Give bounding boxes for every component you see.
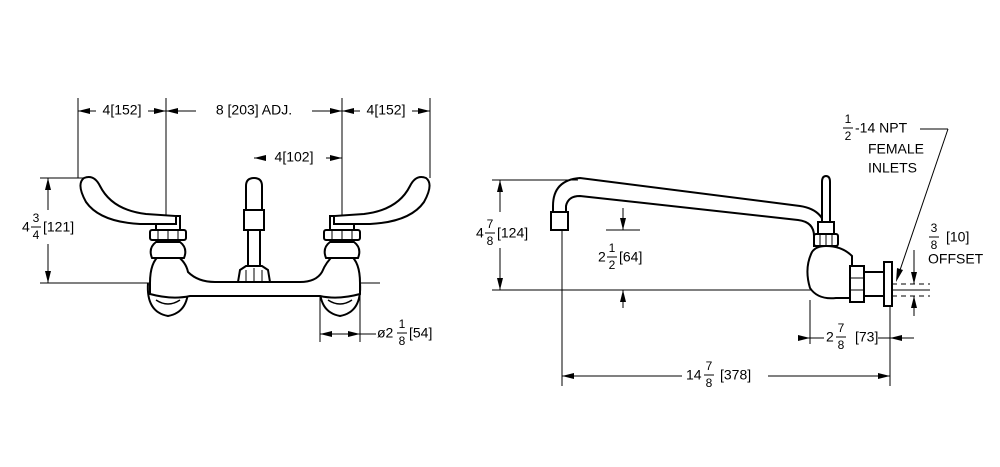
side-height-dimension: 4 7 8 [124] xyxy=(476,179,578,290)
offset-dimension: 3 8 [10] OFFSET xyxy=(911,221,984,316)
front-flange-whole: ø2 xyxy=(377,325,394,341)
npt-label: -14 NPT xyxy=(855,120,908,136)
side-height-metric: [124] xyxy=(497,225,528,241)
dim-centers-label: 8 [203] ADJ. xyxy=(216,102,292,118)
front-flange-metric: [54] xyxy=(409,325,432,341)
offset-metric: [10] xyxy=(946,229,969,245)
faucet-crossbar xyxy=(149,254,361,299)
side-reach-dimension: 14 7 8 [378] xyxy=(561,230,890,390)
side-reach-num: 7 xyxy=(706,359,713,373)
npt-inlet-note: 1 2 -14 NPT FEMALE INLETS xyxy=(843,112,949,282)
front-flange-dimension: ø2 1 8 [54] xyxy=(319,296,432,348)
front-height-whole: 4 xyxy=(22,219,30,235)
swing-spout xyxy=(552,176,827,247)
side-spout-den: 2 xyxy=(609,258,616,272)
offset-den: 8 xyxy=(931,238,938,252)
side-reach-metric: [378] xyxy=(720,367,751,383)
side-depth-num: 7 xyxy=(838,321,845,335)
front-top-dimensions: 4[152] 8 [203] ADJ. 4[152] xyxy=(77,98,431,216)
side-height-whole: 4 xyxy=(476,225,484,241)
side-view: 4 7 8 [124] 2 1 2 [64] 2 xyxy=(476,112,984,390)
side-spout-whole: 2 xyxy=(598,249,606,265)
front-height-num: 3 xyxy=(33,211,40,225)
dim-handle-right-label: 4[152] xyxy=(367,102,406,118)
spout-tip xyxy=(550,211,569,231)
center-spout xyxy=(236,176,272,283)
side-depth-whole: 2 xyxy=(826,329,834,345)
side-height-num: 7 xyxy=(487,217,494,231)
offset-label: OFFSET xyxy=(928,251,984,267)
side-valve-body xyxy=(806,174,853,300)
side-spout-dimension: 2 1 2 [64] xyxy=(598,208,642,308)
front-flange-den: 8 xyxy=(399,334,406,348)
inlet-line1: FEMALE xyxy=(868,141,924,157)
right-wrist-blade-handle xyxy=(333,176,431,225)
side-height-den: 8 xyxy=(487,234,494,248)
front-spout-dimension: 4[102] xyxy=(254,149,342,165)
side-depth-dimension: 2 7 8 [73] xyxy=(798,300,914,386)
npt-den: 2 xyxy=(845,129,852,143)
front-height-metric: [121] xyxy=(43,219,74,235)
dim-spout-height-label: 4[102] xyxy=(275,149,314,165)
left-wrist-blade-handle xyxy=(79,176,177,225)
side-depth-metric: [73] xyxy=(855,329,878,345)
side-reach-whole: 14 xyxy=(686,367,702,383)
inlet-line2: INLETS xyxy=(868,160,917,176)
front-view: 4[152] 8 [203] ADJ. 4[152] 4[102] 4 3 4 … xyxy=(22,98,432,348)
dim-handle-left-label: 4[152] xyxy=(103,102,142,118)
front-flange-num: 1 xyxy=(399,317,406,331)
npt-num: 1 xyxy=(845,112,852,126)
offset-num: 3 xyxy=(931,221,938,235)
side-spout-num: 1 xyxy=(609,241,616,255)
side-depth-den: 8 xyxy=(838,338,845,352)
right-valve xyxy=(323,215,361,259)
side-spout-metric: [64] xyxy=(619,249,642,265)
front-height-dimension: 4 3 4 [121] xyxy=(22,177,84,283)
side-inlet-flange xyxy=(849,261,893,307)
front-height-den: 4 xyxy=(33,228,40,242)
side-reach-den: 8 xyxy=(706,376,713,390)
